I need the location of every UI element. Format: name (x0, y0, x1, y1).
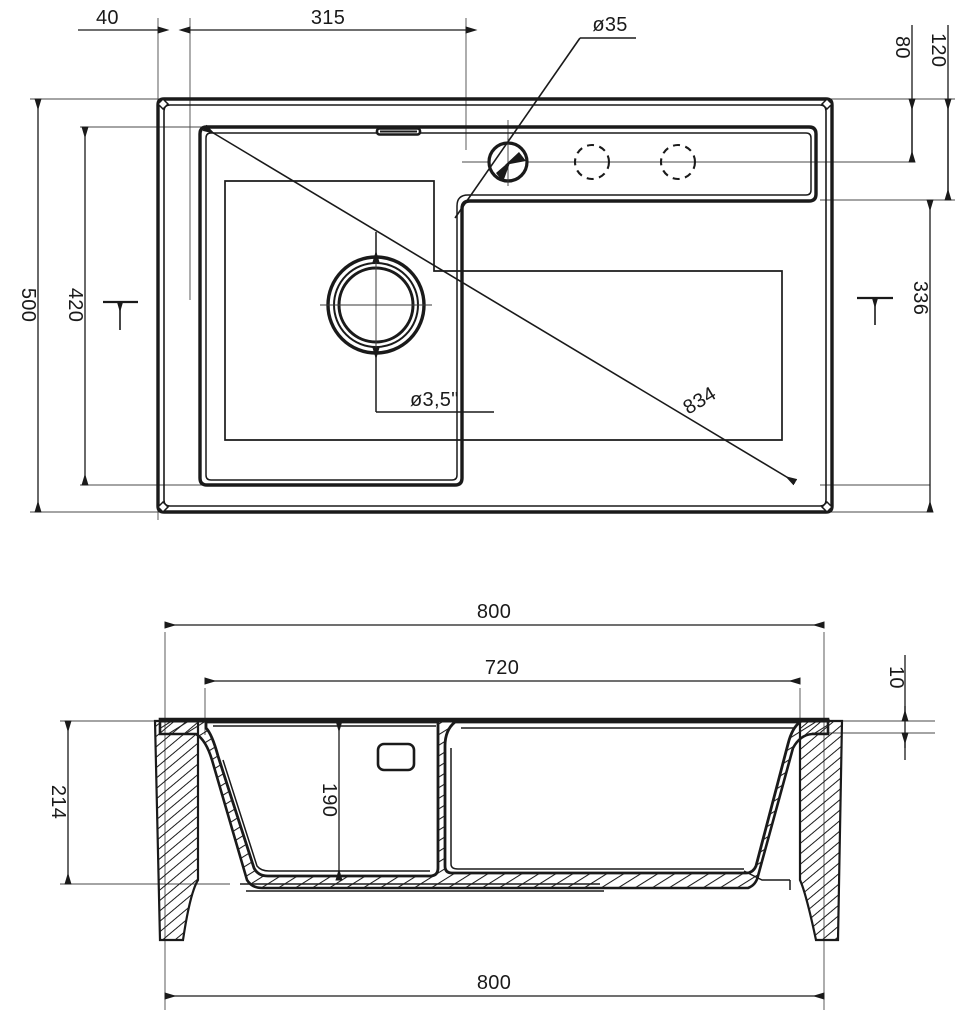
dimension-800-bottom: 800 (164, 972, 825, 1000)
sink-outer-rim (156, 97, 834, 514)
dimension-40-label: 40 (96, 7, 119, 29)
dimension-drain-label: ø3,5" (410, 389, 459, 411)
section-view-group: 800 720 10 214 190 800 (47, 601, 935, 1010)
dimension-500: 500 (17, 98, 42, 513)
dimension-315: 315 (178, 7, 478, 34)
section-bowl-cavity (204, 720, 805, 878)
dimension-190-label: 190 (318, 783, 340, 817)
dimension-800-bottom-label: 800 (477, 972, 511, 994)
section-left-flange (153, 719, 200, 942)
dimension-120: 120 (927, 25, 952, 201)
dimension-500-label: 500 (17, 288, 39, 322)
dimension-120-label: 120 (927, 33, 949, 67)
dimension-336-label: 336 (909, 281, 931, 315)
dimension-80: 80 (891, 25, 916, 163)
dimension-420: 420 (64, 126, 138, 486)
dimension-800-top: 800 (164, 601, 825, 629)
dimension-190: 190 (318, 720, 343, 881)
dimension-420-label: 420 (64, 288, 86, 322)
section-right-flange (798, 719, 844, 942)
overflow-slot-icon (375, 127, 422, 136)
dimension-800-top-label: 800 (477, 601, 511, 623)
dimension-10-label: 10 (885, 666, 907, 689)
dimension-80-label: 80 (891, 36, 913, 59)
section-inner-relief (213, 725, 795, 892)
top-view-group: 40 315 ø35 80 120 (17, 7, 955, 520)
dimension-214-label: 214 (47, 785, 69, 819)
dimension-336: 336 (857, 199, 934, 513)
dimension-40: 40 (78, 7, 170, 34)
overflow-hole-section (376, 742, 416, 772)
dimension-720-label: 720 (485, 657, 519, 679)
dimension-315-label: 315 (311, 7, 345, 29)
dimension-35-label: ø35 (592, 14, 627, 36)
dimension-10: 10 (885, 655, 909, 760)
dimension-720: 720 (204, 657, 801, 685)
dimension-214: 214 (47, 720, 72, 885)
